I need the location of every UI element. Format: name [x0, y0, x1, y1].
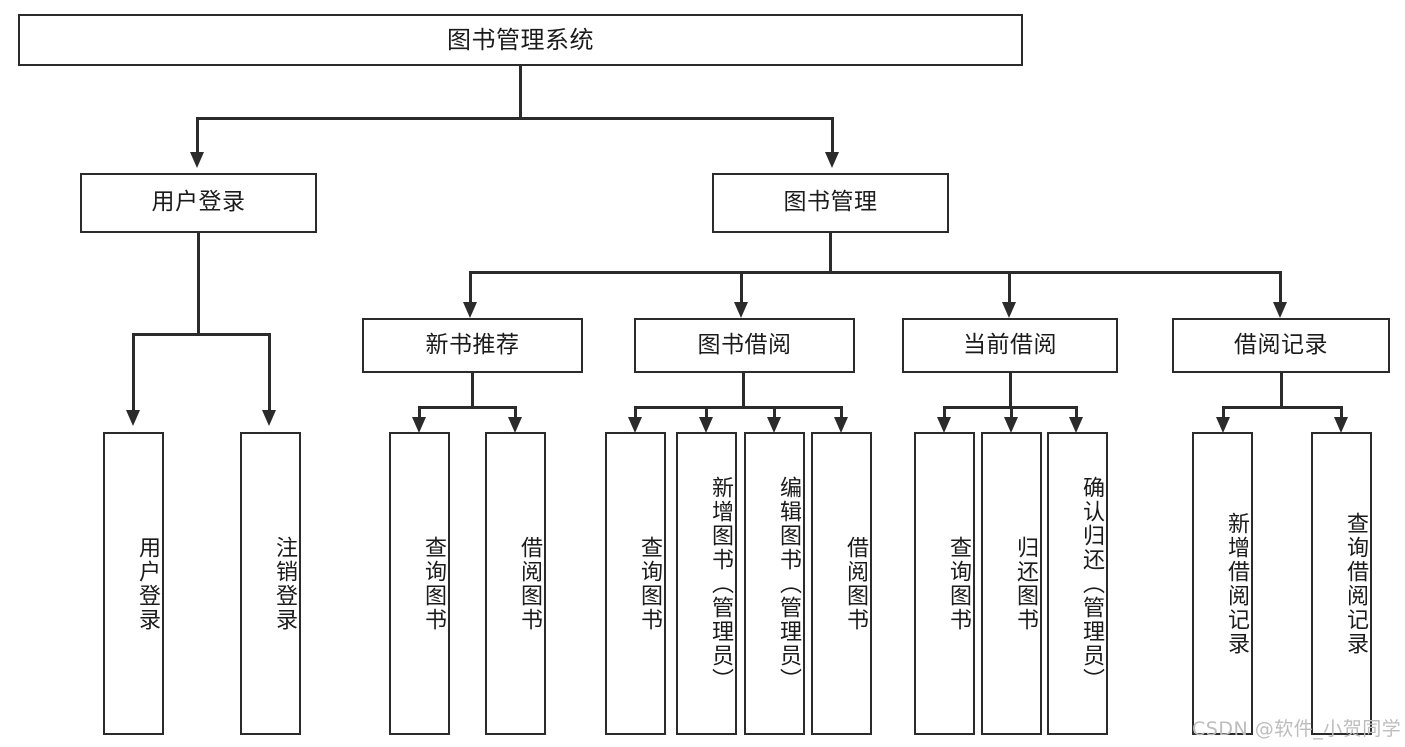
- node-label: 查询图书: [946, 535, 971, 632]
- arrowhead-book-mgmt-new-book: [463, 302, 477, 318]
- connector-current-borrow-to-leaf-1: [1010, 406, 1013, 424]
- connector-borrow-record-bus: [1222, 406, 1342, 409]
- arrowhead-book-mgmt-current: [1002, 302, 1016, 318]
- arrowhead-book-mgmt-borrow: [734, 302, 748, 318]
- connector-book-borrow-stem: [742, 373, 745, 408]
- node-label: 编辑图书（管理员）: [776, 475, 801, 692]
- leaf-borrow-book-recommend[interactable]: 借阅图书: [485, 432, 546, 735]
- node-label: 新增图书（管理员）: [708, 475, 733, 692]
- connector-current-borrow-to-leaf-0: [943, 406, 946, 424]
- node-label: 借阅图书: [843, 535, 868, 632]
- node-book-borrow[interactable]: 图书借阅: [634, 318, 855, 373]
- node-label: 归还图书: [1013, 535, 1038, 632]
- connector-current-borrow-to-leaf-2: [1075, 406, 1078, 424]
- connector-user-login-to-leaf-1: [268, 333, 271, 413]
- arrowhead-book-mgmt-record: [1273, 302, 1287, 318]
- connector-book-mgmt-to-record: [1279, 271, 1282, 305]
- arrowhead-book-borrow-leaf-1: [699, 417, 713, 433]
- connector-root-to-book-mgmt: [831, 117, 834, 155]
- node-label: 新增借阅记录: [1224, 511, 1249, 656]
- leaf-borrow-book[interactable]: 借阅图书: [811, 432, 872, 735]
- leaf-edit-book-admin[interactable]: 编辑图书（管理员）: [744, 432, 805, 735]
- connector-book-borrow-to-leaf-3: [840, 406, 843, 424]
- node-label: 图书管理: [783, 189, 878, 216]
- leaf-return-book[interactable]: 归还图书: [981, 432, 1042, 735]
- node-label: 当前借阅: [963, 331, 1057, 358]
- connector-book-borrow-to-leaf-0: [634, 406, 637, 424]
- leaf-logout[interactable]: 注销登录: [240, 432, 301, 735]
- connector-borrow-record-stem: [1280, 373, 1283, 408]
- node-label: 查询图书: [637, 535, 662, 632]
- node-label: 新书推荐: [425, 331, 520, 358]
- arrowhead-user-login-leaf-0: [126, 410, 140, 426]
- arrowhead-book-borrow-leaf-2: [767, 417, 781, 433]
- leaf-query-book-borrow[interactable]: 查询图书: [605, 432, 666, 735]
- connector-book-mgmt-stem: [829, 233, 832, 273]
- connector-book-borrow-to-leaf-2: [773, 406, 776, 424]
- connector-borrow-record-to-leaf-0: [1222, 406, 1225, 424]
- connector-user-login-bus: [132, 333, 270, 336]
- arrowhead-borrow-record-leaf-1: [1334, 417, 1348, 433]
- connector-book-borrow-to-leaf-1: [705, 406, 708, 424]
- connector-new-book-stem: [471, 373, 474, 408]
- node-user-login[interactable]: 用户登录: [80, 173, 317, 233]
- connector-new-book-bus: [418, 406, 517, 409]
- node-label: 用户登录: [135, 535, 160, 632]
- arrowhead-new-book-leaf-0: [412, 417, 426, 433]
- node-root-system[interactable]: 图书管理系统: [18, 14, 1023, 66]
- arrowhead-new-book-leaf-1: [508, 417, 522, 433]
- connector-user-login-to-leaf-0: [132, 333, 135, 413]
- connector-root-to-user-login: [196, 117, 199, 155]
- leaf-query-borrow-record[interactable]: 查询借阅记录: [1311, 432, 1372, 735]
- node-label: 查询借阅记录: [1343, 511, 1368, 656]
- arrowhead-root-to-book-mgmt: [825, 152, 839, 168]
- node-label: 注销登录: [272, 535, 297, 632]
- node-label: 图书管理系统: [447, 25, 594, 54]
- connector-book-mgmt-to-new-book: [469, 271, 472, 305]
- arrowhead-current-borrow-leaf-1: [1004, 417, 1018, 433]
- arrowhead-book-borrow-leaf-0: [628, 417, 642, 433]
- node-label: 借阅记录: [1234, 331, 1328, 358]
- node-label: 查询图书: [421, 535, 446, 632]
- connector-borrow-record-to-leaf-1: [1340, 406, 1343, 424]
- leaf-add-borrow-record[interactable]: 新增借阅记录: [1192, 432, 1253, 735]
- arrowhead-root-to-user-login: [190, 152, 204, 168]
- connector-book-mgmt-bus: [469, 271, 1282, 274]
- leaf-add-book-admin[interactable]: 新增图书（管理员）: [676, 432, 737, 735]
- leaf-query-book-current[interactable]: 查询图书: [914, 432, 975, 735]
- node-new-book-recommend[interactable]: 新书推荐: [362, 318, 583, 373]
- connector-book-mgmt-to-borrow: [740, 271, 743, 305]
- leaf-user-login[interactable]: 用户登录: [103, 432, 164, 735]
- leaf-confirm-return-admin[interactable]: 确认归还（管理员）: [1047, 432, 1108, 735]
- node-label: 借阅图书: [517, 535, 542, 632]
- connector-book-mgmt-to-current: [1008, 271, 1011, 305]
- leaf-query-book-recommend[interactable]: 查询图书: [389, 432, 450, 735]
- node-label: 确认归还（管理员）: [1079, 475, 1104, 692]
- connector-root-bus: [196, 117, 834, 120]
- node-book-management[interactable]: 图书管理: [712, 173, 949, 233]
- node-label: 图书借阅: [697, 331, 792, 358]
- connector-root-stem: [519, 66, 522, 119]
- connector-user-login-stem: [197, 233, 200, 335]
- node-borrow-record[interactable]: 借阅记录: [1172, 318, 1390, 373]
- connector-new-book-to-leaf-1: [514, 406, 517, 424]
- arrowhead-borrow-record-leaf-0: [1216, 417, 1230, 433]
- connector-new-book-to-leaf-0: [418, 406, 421, 424]
- arrowhead-user-login-leaf-1: [262, 410, 276, 426]
- connector-current-borrow-stem: [1009, 373, 1012, 408]
- arrowhead-book-borrow-leaf-3: [834, 417, 848, 433]
- node-current-borrow[interactable]: 当前借阅: [902, 318, 1118, 373]
- connector-book-borrow-bus: [634, 406, 842, 409]
- arrowhead-current-borrow-leaf-0: [937, 417, 951, 433]
- node-label: 用户登录: [151, 189, 246, 216]
- arrowhead-current-borrow-leaf-2: [1069, 417, 1083, 433]
